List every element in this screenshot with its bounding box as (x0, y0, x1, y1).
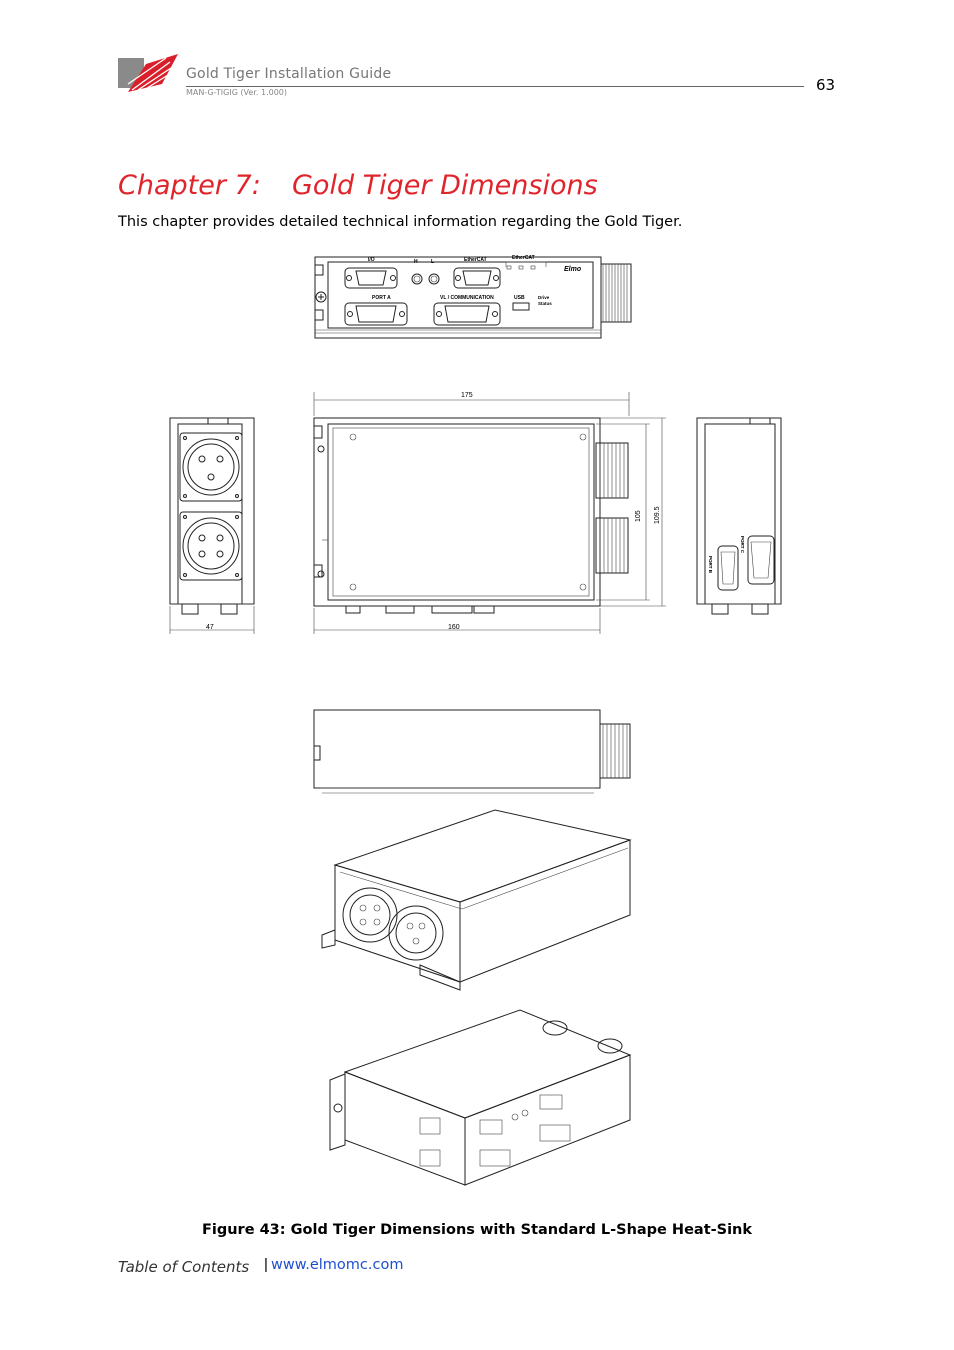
dim-width-top: 175 (461, 392, 473, 399)
intro-paragraph: This chapter provides detailed technical… (118, 214, 683, 230)
port-c-label: PORT C (740, 536, 745, 554)
port-b-label: PORT B (708, 556, 713, 574)
ethercat-label: EtherCAT (464, 257, 487, 263)
footer-separator: | (264, 1256, 268, 1273)
footer-website-link[interactable]: www.elmomc.com (271, 1257, 404, 1273)
page-number: 63 (816, 76, 836, 94)
dim-depth: 47 (206, 624, 214, 631)
isometric-view-panel (329, 1009, 632, 1186)
usb-label: USB (514, 295, 525, 301)
bottom-elevation-view (313, 709, 631, 794)
h-label: H (414, 259, 418, 265)
port-a-label: PORT A (372, 295, 391, 301)
status-label: Status (538, 301, 552, 306)
figure-caption: Figure 43: Gold Tiger Dimensions with St… (201, 1222, 753, 1238)
dim-height-outer: 109.5 (654, 506, 661, 524)
chapter-title: Gold Tiger Dimensions (292, 170, 598, 201)
vl-comm-label: VL / COMMUNICATION (440, 295, 494, 301)
chapter-number: Chapter 7: (118, 170, 261, 201)
front-panel-view: I/O H L EtherCAT EtherCAT Elmo PORT A VL… (314, 255, 632, 339)
dim-width-bottom: 160 (448, 624, 460, 631)
l-label: L (431, 259, 434, 265)
header-title: Gold Tiger Installation Guide (186, 66, 392, 82)
drive-label: Drive (538, 295, 550, 300)
right-end-view: PORT B PORT C (696, 417, 782, 615)
elmo-logo (118, 54, 178, 92)
left-end-view: 47 (169, 417, 255, 634)
isometric-view-connectors (321, 809, 632, 991)
io-label: I/O (368, 257, 375, 263)
brand-mark: Elmo (564, 266, 582, 273)
main-side-view: 175 160 105 109.5 (313, 392, 666, 634)
footer-toc-link[interactable]: Table of Contents (118, 1258, 250, 1276)
ethercat-status-label: EtherCAT (512, 255, 535, 261)
header-subtitle: MAN-G-TIGIG (Ver. 1.000) (186, 88, 287, 97)
header-rule (186, 86, 804, 87)
dim-height-inner: 105 (635, 510, 642, 522)
chapter-heading: Chapter 7: Gold Tiger Dimensions (118, 170, 598, 201)
dimension-drawing: I/O H L EtherCAT EtherCAT Elmo PORT A VL… (169, 255, 782, 1186)
